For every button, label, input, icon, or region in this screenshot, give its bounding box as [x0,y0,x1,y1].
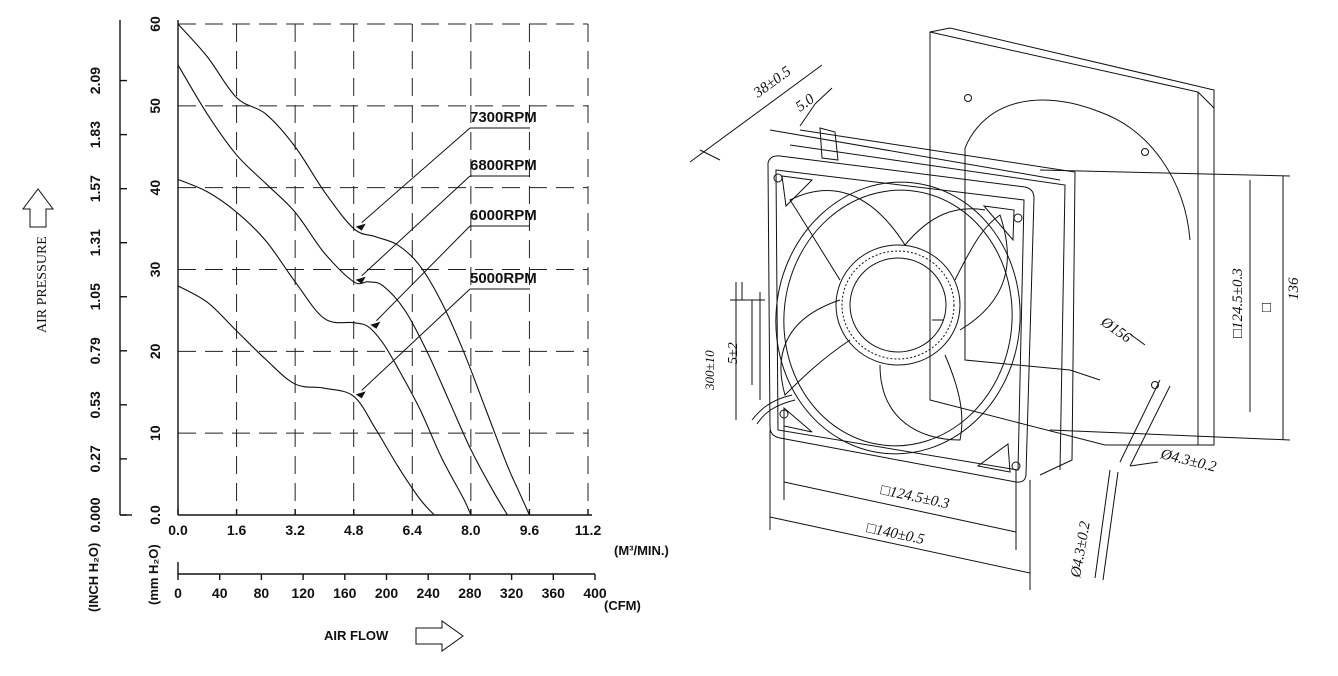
hole-pitch-v-dimension: □124.5±0.3 [1230,268,1246,338]
inch-tick-label: 2.09 [87,67,103,94]
strip-length-dimension: 5±2 [726,342,741,364]
series-labels: 7300RPM 6800RPM 6000RPM 5000RPM [355,109,537,399]
callout-arrowhead-icon [370,321,381,329]
inch-tick-label: 0.000 [87,497,103,532]
mount-hole-dimension-2: Ø4.3±0.2 [1068,520,1094,580]
mounting-panel [929,27,1215,446]
y-tick-label: 20 [147,343,163,359]
axes [119,20,596,580]
series-line-5000rpm [177,285,435,516]
mount-hole-dimension: Ø4.3±0.2 [1158,446,1218,476]
mount-hole-icon [1013,213,1023,223]
performance-chart: 0.0 1.6 3.2 4.8 6.4 8.0 9.6 11.2 0.0 10 20 30 40 50 60… [22,16,669,652]
cfm-tick-label: 160 [333,585,357,601]
x-tick-label: 4.8 [344,522,364,538]
mount-hole-icon [779,409,789,419]
x-tick-label: 8.0 [461,522,481,538]
inch-tick-label: 1.57 [87,175,103,202]
cfm-tick-label: 200 [375,585,399,601]
mount-hole-icon [1011,461,1021,471]
inch-tick-label: 1.31 [87,229,103,256]
flange-dimension: 5.0 [793,91,818,115]
hole-pitch-dimension: □124.5±0.3 [879,482,951,512]
panel-hole-icon [1151,381,1159,389]
x-axis-title: AIR FLOW [324,628,389,643]
series-label-7300rpm: 7300RPM [470,109,537,126]
tick-labels: 0.0 1.6 3.2 4.8 6.4 8.0 9.6 11.2 0.0 10 20 30 40 50 60… [87,16,607,601]
drawing-canvas: 38±0.5 5.0 □124.5±0.3 □140±0.5 □124.5±0.… [689,27,1302,590]
y-tick-label: 0.0 [147,505,163,525]
callout-leader [361,288,471,391]
right-arrow-icon [415,620,464,652]
inch-tick-label: 0.27 [87,445,103,472]
grid [178,23,589,515]
x-tick-label: 1.6 [227,522,247,538]
x-tick-label: 9.6 [520,522,540,538]
opening-diameter-dimension: Ø156 [1097,314,1135,347]
cfm-tick-label: 360 [542,585,566,601]
depth-dimension: 38±0.5 [750,63,795,102]
callout-leader [376,225,471,322]
up-arrow-icon [22,188,54,228]
panel-hole-icon [1141,148,1149,156]
callout-leader [361,127,471,223]
inch-tick-label: 1.05 [87,283,103,310]
y-tick-label: 30 [147,262,163,278]
inch-tick-label: 1.83 [87,121,103,148]
cfm-tick-label: 240 [417,585,441,601]
series-label-5000rpm: 5000RPM [470,270,537,287]
cfm-tick-label: 0 [174,585,182,601]
cfm-tick-label: 320 [500,585,524,601]
mount-hole-icon [773,173,783,183]
cutout-dimension: 136 [1286,277,1302,300]
inch-tick-label: 0.53 [87,391,103,418]
chart-canvas: 0.0 1.6 3.2 4.8 6.4 8.0 9.6 11.2 0.0 10 20 30 40 50 60… [22,16,669,652]
cutout-square-dimension: □ [1262,300,1271,316]
fan-dimension-drawing: 38±0.5 5.0 □124.5±0.3 □140±0.5 □124.5±0.… [680,0,1338,671]
cfm-tick-label: 280 [458,585,482,601]
y-axis-title: AIR PRESSURE [35,236,50,333]
x-unit-secondary: (CFM) [604,598,641,613]
callout-arrowhead-icon [355,223,366,231]
x-unit-primary: (M³/MIN.) [614,543,669,558]
fan-frame [751,127,1076,483]
x-tick-label: 0.0 [168,522,188,538]
x-tick-label: 3.2 [285,522,305,538]
x-tick-label: 6.4 [403,522,423,538]
series-line-6800rpm [177,64,508,516]
series-line-7300rpm [177,23,530,516]
x-tick-label: 11.2 [575,522,602,538]
cfm-tick-label: 400 [583,585,607,601]
cfm-tick-label: 120 [291,585,315,601]
callout-arrowhead-icon [355,276,366,284]
y-tick-label: 50 [147,98,163,114]
callout-leader [361,175,471,277]
inch-tick-label: 0.79 [87,337,103,364]
series [177,23,530,516]
y-tick-label: 10 [147,425,163,441]
series-label-6000rpm: 6000RPM [470,207,537,224]
y-unit-primary: (mm H₂O) [146,544,161,605]
y-tick-label: 40 [147,180,163,196]
cfm-tick-label: 80 [254,585,270,601]
callout-arrowhead-icon [355,391,366,399]
y-unit-secondary: (INCH H₂O) [86,543,101,612]
series-line-6000rpm [177,178,472,516]
series-label-6800rpm: 6800RPM [470,157,537,174]
y-tick-label: 60 [147,16,163,32]
dimension-lines: 38±0.5 5.0 □124.5±0.3 □140±0.5 □124.5±0.… [689,63,1302,590]
cfm-tick-label: 40 [212,585,228,601]
lead-length-dimension: 300±10 [702,350,717,391]
panel-hole-icon [964,94,972,102]
